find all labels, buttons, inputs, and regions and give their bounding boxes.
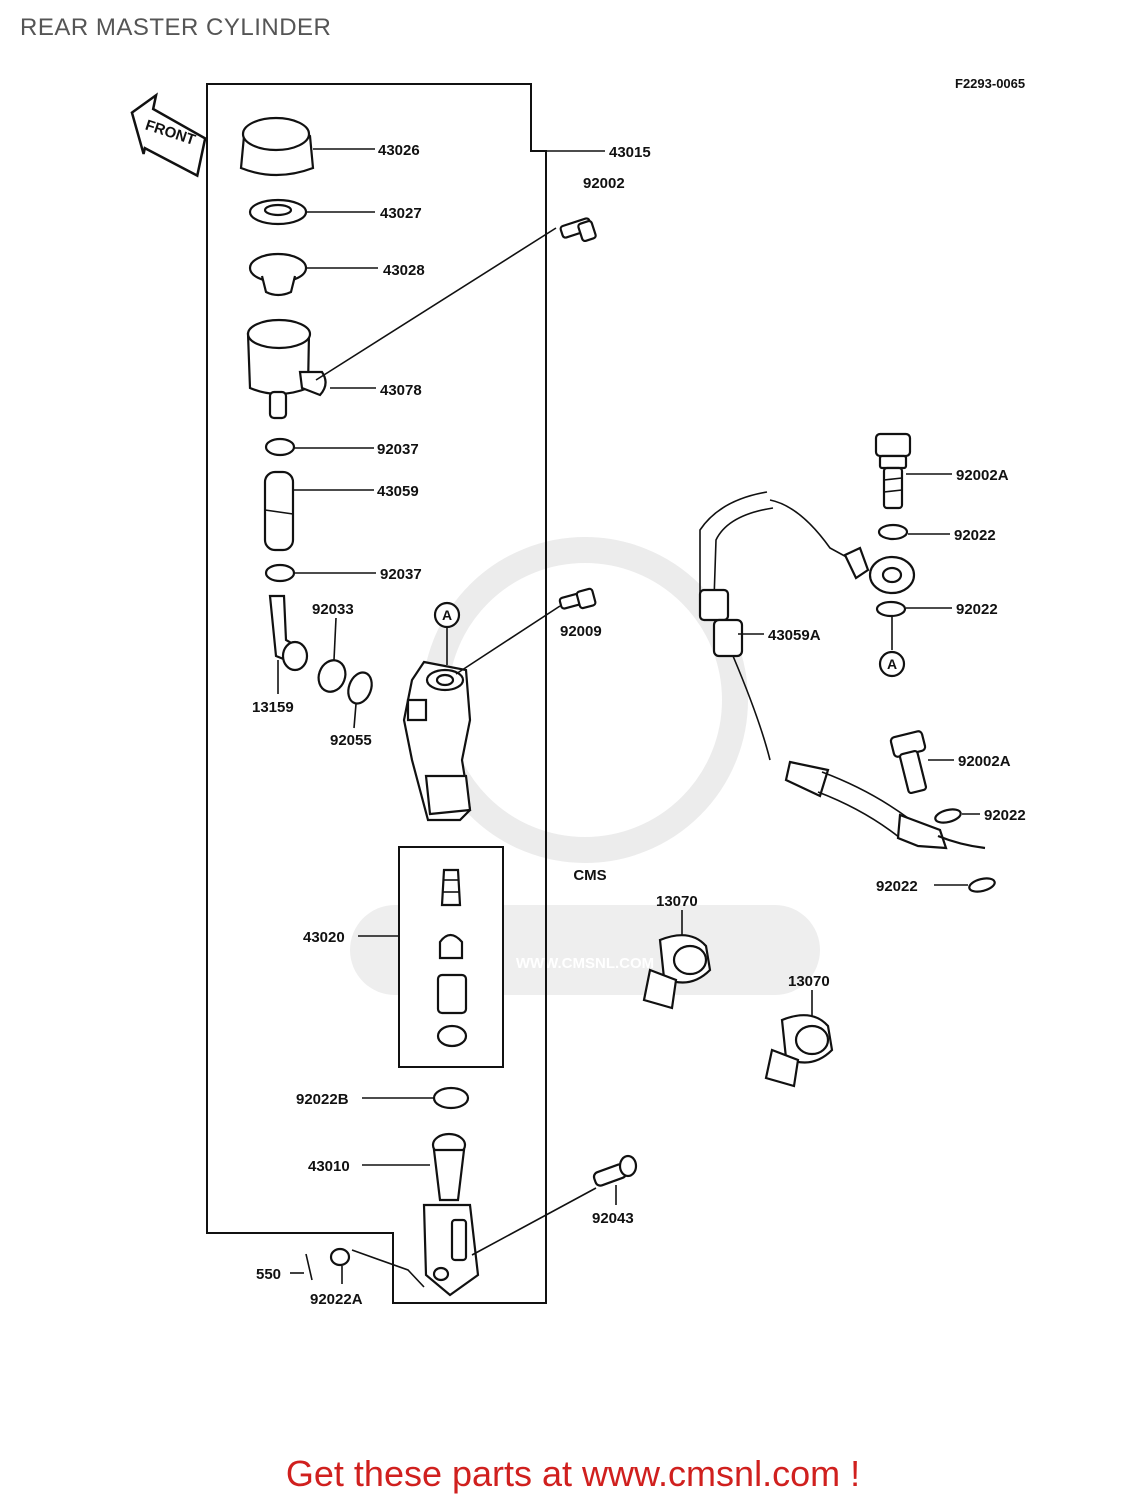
label-43015: 43015	[609, 144, 651, 161]
label-43010: 43010	[308, 1158, 350, 1175]
hose-clamp-13070-lower	[764, 990, 834, 1088]
piston-kit-43020	[358, 846, 504, 1068]
washer-92022-lower-b	[934, 877, 996, 893]
label-92009: 92009	[560, 623, 602, 640]
label-92022-lower-a: 92022	[984, 807, 1026, 824]
svg-text:A: A	[887, 656, 897, 672]
assembly-bracket-43015	[206, 83, 547, 1304]
diaphragm-43028	[248, 252, 378, 297]
label-92033: 92033	[312, 601, 354, 618]
figure-code: F2293-0065	[955, 76, 1025, 91]
label-13070-lower: 13070	[788, 973, 830, 990]
label-43026: 43026	[378, 142, 420, 159]
cotter-pin-550	[290, 1253, 313, 1281]
bolt-92009	[455, 587, 597, 675]
circlip-92033	[317, 617, 347, 693]
page-title: REAR MASTER CYLINDER	[20, 14, 332, 41]
hose-clamp-13070-upper	[642, 910, 712, 1010]
footer-link[interactable]: Get these parts at www.cmsnl.com !	[285, 1453, 861, 1494]
label-92002A-lower: 92002A	[958, 753, 1011, 770]
circlip-92022B	[362, 1086, 470, 1110]
washer-92022A	[329, 1247, 425, 1288]
label-92022-upper: 92022	[954, 527, 996, 544]
label-92022A: 92022A	[310, 1291, 363, 1308]
reservoir-cap-43026	[239, 116, 375, 177]
washer-92022-upper	[877, 523, 950, 541]
label-13070-upper: 13070	[656, 893, 698, 910]
reservoir-hose-43059	[263, 470, 374, 552]
label-43059: 43059	[377, 483, 419, 500]
reservoir-43078	[246, 227, 557, 420]
svg-text:A: A	[442, 607, 452, 623]
watermark-logo: CMS	[573, 867, 606, 884]
push-rod-43010	[362, 1132, 480, 1297]
label-43059A: 43059A	[768, 627, 821, 644]
label-43020: 43020	[303, 929, 345, 946]
reference-marker-a-hose: A	[878, 650, 906, 678]
label-43028: 43028	[383, 262, 425, 279]
label-92043: 92043	[592, 1210, 634, 1227]
screw-92002	[559, 217, 597, 243]
washer-92022-middle	[875, 600, 952, 650]
label-92002A-upper: 92002A	[956, 467, 1009, 484]
banjo-bolt-92002A-lower	[889, 730, 954, 795]
watermark-url: WWW.CMSNL.COM	[516, 955, 654, 972]
elbow-fitting-13159	[268, 594, 309, 694]
hose-clamp-92037-upper	[264, 437, 374, 457]
label-92002: 92002	[583, 175, 625, 192]
washer-92022-lower-a	[934, 808, 980, 824]
label-92022-middle: 92022	[956, 601, 998, 618]
label-92022-lower-b: 92022	[876, 878, 918, 895]
hose-clamp-92037-lower	[264, 563, 376, 583]
o-ring-92055	[347, 671, 373, 729]
label-43027: 43027	[380, 205, 422, 222]
brake-hose-43059A	[698, 491, 986, 850]
front-direction-arrow: FRONT	[130, 92, 207, 178]
label-43078: 43078	[380, 382, 422, 399]
label-550: 550	[256, 1266, 281, 1283]
label-92022B: 92022B	[296, 1091, 349, 1108]
master-cylinder-body	[402, 660, 472, 822]
clevis-pin-92043	[471, 1154, 638, 1256]
reference-marker-a-cylinder: A	[433, 601, 461, 665]
diaphragm-plate-43027	[248, 198, 375, 226]
label-92037-upper: 92037	[377, 441, 419, 458]
label-13159: 13159	[252, 699, 294, 716]
label-92055: 92055	[330, 732, 372, 749]
banjo-bolt-92002A-upper	[874, 432, 952, 510]
label-92037-lower: 92037	[380, 566, 422, 583]
